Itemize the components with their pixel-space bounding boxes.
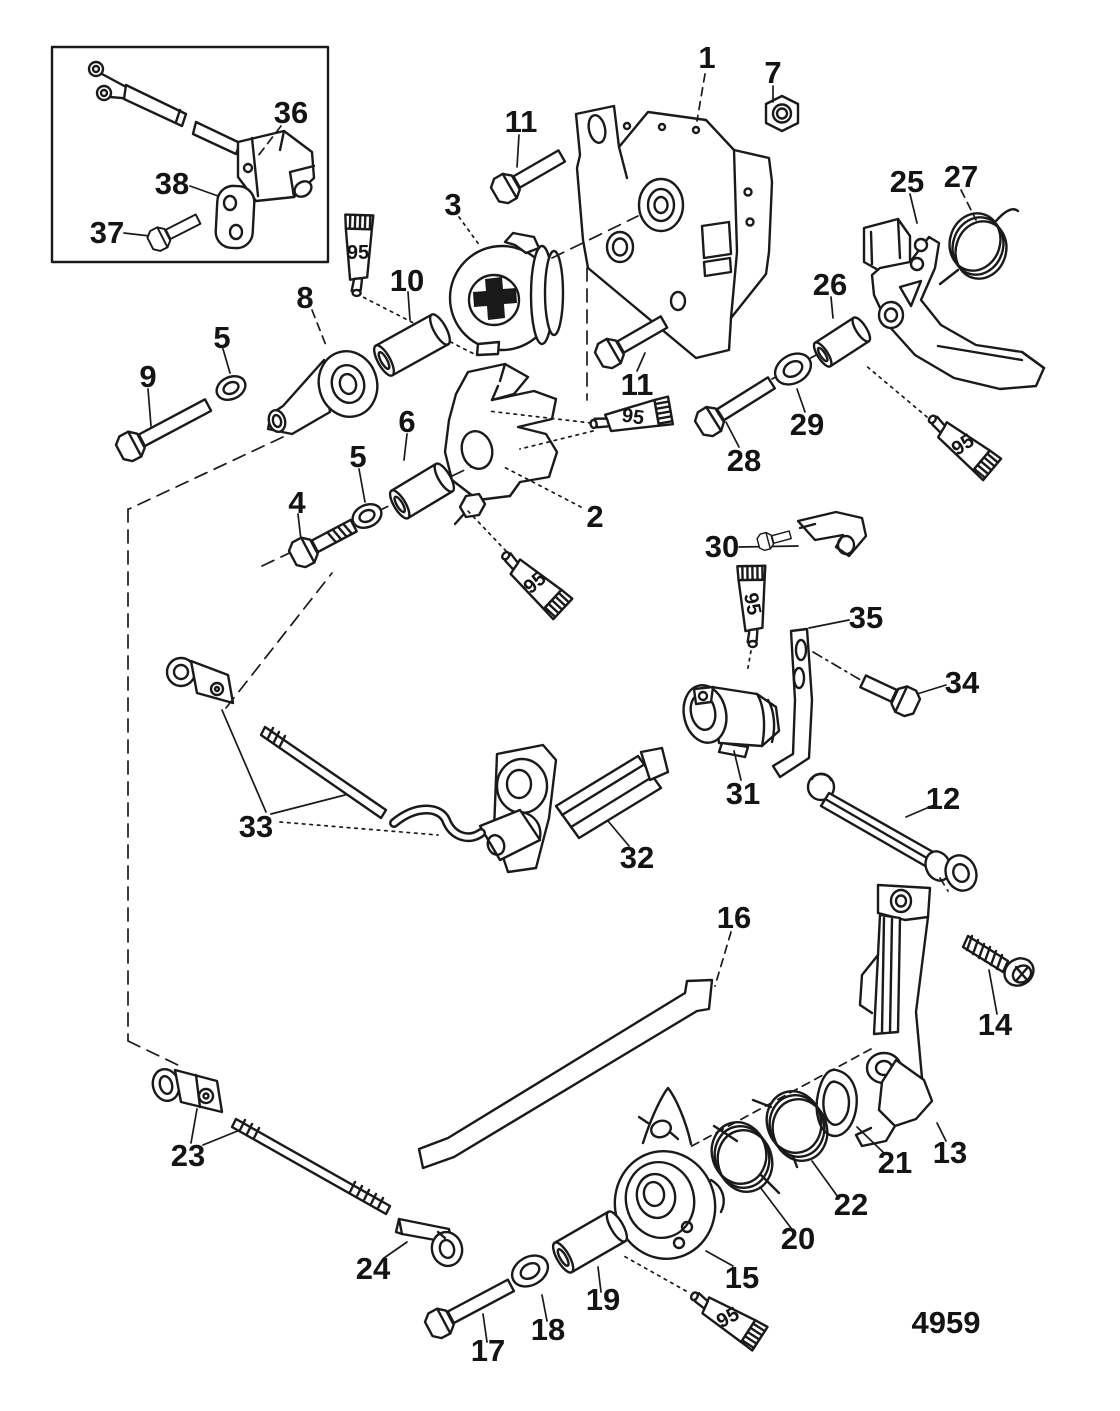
part-32-shift-actuator [478,743,670,874]
part-7-nut [764,94,800,133]
glue-tube-label: 95 [620,405,645,430]
hardware-layer [114,149,1020,1340]
part-12-link-rod [806,772,978,892]
bolt-9 [114,398,213,463]
glue-tube-95 [344,213,375,298]
part-label-5: 5 [213,320,230,355]
part-label-3: 3 [444,187,461,222]
part-label-7: 7 [764,55,781,90]
part-label-1: 1 [698,40,715,75]
part-14-screw [961,934,1035,987]
part-label-13: 13 [933,1135,967,1170]
part-label-19: 19 [586,1282,620,1317]
part-3-drive-drum [448,231,565,357]
part-36-neutral-switch-assembly [87,60,316,203]
bolt-17 [423,1278,516,1340]
sleeve-26 [812,316,872,368]
part-25-throttle-cam [862,217,1046,391]
part-label-31: 31 [726,776,760,811]
part-8-bell-crank [266,350,379,436]
part-label-28: 28 [727,443,761,478]
glue-tube-label: 95 [347,242,369,264]
part-24-cable-end-guide [394,1217,464,1268]
part-label-27: 27 [944,159,978,194]
washer-29 [773,352,813,386]
part-label-12: 12 [926,781,960,816]
bolt-11a [489,149,567,205]
part-label-10: 10 [390,263,424,298]
glue-tube-95 [927,414,1003,482]
part-33-shift-cable-hardware [165,656,486,843]
part-38-link-plate [214,184,256,250]
part-label-34: 34 [945,665,980,700]
part-label-33: 33 [239,809,273,844]
drawing-number: 4959 [912,1305,981,1340]
washer-18 [510,1254,550,1288]
part-21-tab-washer [815,1068,858,1138]
part-23-cable-barrel [151,1067,224,1114]
part-label-6: 6 [398,404,415,439]
part-1-mounting-plate [574,104,774,360]
part-16-link-wire [417,978,714,1170]
part-label-30: 30 [705,529,739,564]
bolt-34 [859,674,922,718]
part-15-throttle-lever-bracket [613,1086,725,1261]
part-label-17: 17 [471,1333,505,1368]
part-label-32: 32 [620,840,654,875]
bolt-28 [693,376,777,438]
glue-tube-label: 95 [739,591,765,617]
part-label-29: 29 [790,407,824,442]
part-label-18: 18 [531,1312,565,1347]
spring-20 [710,1121,781,1195]
bolt-37 [146,213,202,252]
part-label-16: 16 [717,900,751,935]
glue-tube-95 [689,1291,769,1352]
part-label-15: 15 [725,1260,759,1295]
part-30-latch-lever [796,510,868,558]
part-label-26: 26 [813,267,847,302]
part-31-cable-clamp [682,684,781,759]
pin-30 [756,530,792,552]
part-label-14: 14 [978,1007,1013,1042]
drum-spline [473,277,517,320]
part-label-11: 11 [621,367,654,402]
part-label-9: 9 [139,359,156,394]
part-label-25: 25 [890,164,924,199]
part-2-throttle-cam-bracket [443,362,559,526]
part-label-22: 22 [834,1187,868,1222]
part-label-23: 23 [171,1138,205,1173]
part-label-5: 5 [349,439,366,474]
part-label-21: 21 [878,1145,912,1180]
spring-27 [938,208,1020,286]
threaded-adjuster-rod [230,1117,392,1216]
part-label-38: 38 [155,166,189,201]
part-35-anchor-strap [771,627,814,779]
glue-tube-95 [501,550,574,621]
washer-5a [215,374,247,402]
sleeve-10 [372,313,452,377]
part-label-4: 4 [288,485,306,520]
washer-5b [351,502,383,530]
bolt-11b [593,315,669,370]
part-label-24: 24 [356,1251,391,1286]
part-label-37: 37 [90,215,124,250]
part-label-36: 36 [274,95,308,130]
glue-tube-95 [589,395,675,433]
part-13-shift-lever [854,883,934,1148]
sleeve-19 [551,1210,629,1274]
spring-22 [751,1090,829,1169]
part-label-2: 2 [586,499,603,534]
bolt-4 [287,518,358,569]
sleeve-6 [388,462,456,520]
part-label-8: 8 [296,280,313,315]
part-label-35: 35 [849,600,883,635]
part-label-11: 11 [505,104,538,139]
part-label-20: 20 [781,1221,815,1256]
glue-tube-95 [736,564,767,649]
